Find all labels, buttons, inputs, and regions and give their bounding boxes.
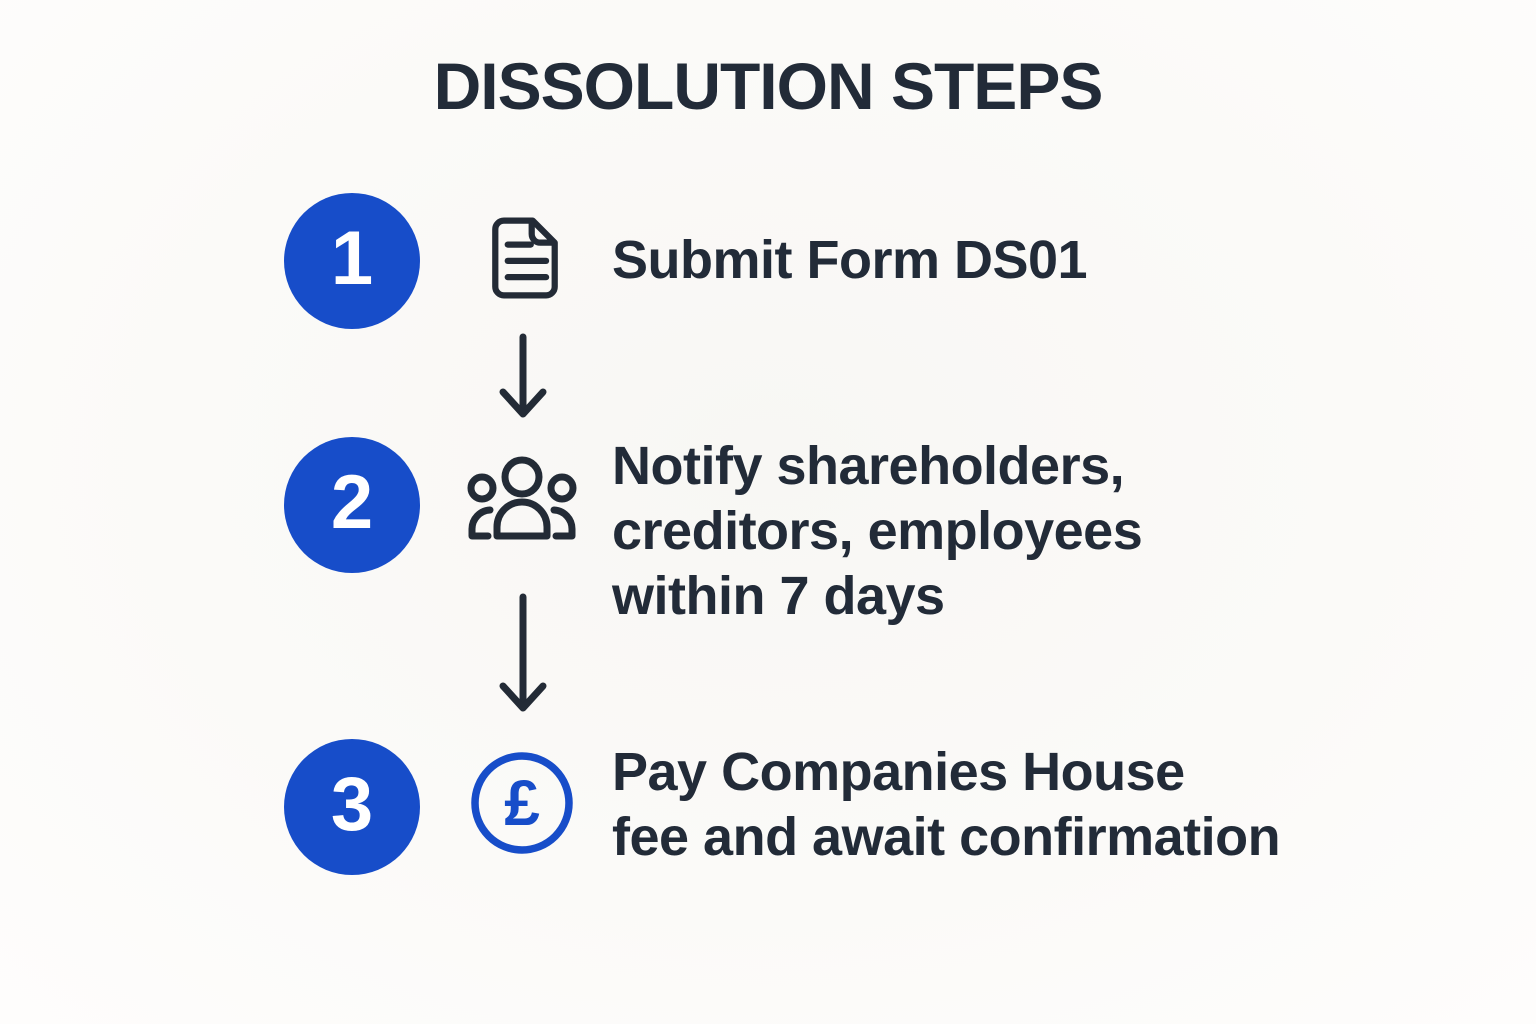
step-3-number-badge: 3 — [284, 739, 420, 875]
step-1-number-badge: 1 — [284, 193, 420, 329]
step-1-number: 1 — [330, 216, 374, 301]
step-2-line-1: Notify shareholders, — [612, 436, 1125, 496]
step-3-line-2: fee and await confirmation — [612, 807, 1281, 867]
step-1-label: Submit Form DS01 — [612, 228, 1088, 293]
step-2-line-2: creditors, employees — [612, 501, 1143, 561]
step-1-line-1: Submit Form DS01 — [612, 230, 1088, 290]
step-2-number-badge: 2 — [284, 437, 420, 573]
arrow-down-icon — [495, 332, 551, 429]
pound-glyph: £ — [504, 767, 540, 839]
page-title: DISSOLUTION STEPS — [433, 49, 1104, 123]
step-3-number: 3 — [330, 762, 374, 847]
step-2-line-3: within 7 days — [612, 566, 945, 626]
step-2-number: 2 — [330, 460, 374, 545]
document-icon — [479, 212, 571, 309]
step-3-line-1: Pay Companies House — [612, 742, 1185, 802]
step-2-label: Notify shareholders, creditors, employee… — [612, 434, 1143, 629]
arrow-down-icon — [495, 592, 551, 723]
pound-sterling-icon: £ — [467, 748, 577, 863]
step-3-label: Pay Companies House fee and await confir… — [612, 740, 1281, 870]
people-icon — [462, 452, 582, 561]
